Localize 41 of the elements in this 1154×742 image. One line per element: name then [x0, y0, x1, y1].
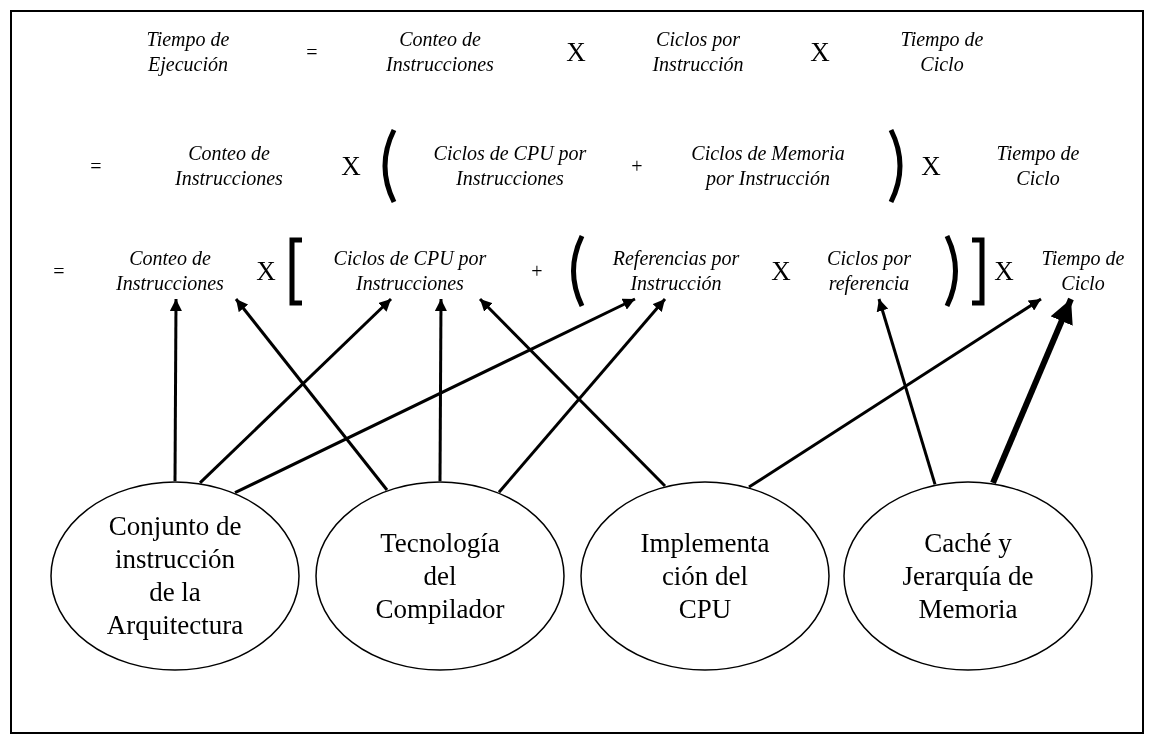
equation-term: Conteo de Instrucciones — [385, 27, 495, 77]
equals-sign: = — [52, 258, 66, 284]
arrow — [434, 299, 447, 481]
multiply-sign: X — [255, 256, 277, 286]
multiply-sign: X — [920, 151, 942, 181]
ellipse-node — [315, 481, 565, 671]
multiply-sign: X — [565, 37, 587, 67]
ellipse-node — [843, 481, 1093, 671]
node-label: Conjunto de instrucción de la Arquitectura — [105, 510, 245, 642]
equation-term: Ciclos por Instrucción — [651, 27, 745, 77]
equals-sign: = — [305, 39, 319, 65]
arrow — [198, 297, 393, 484]
equation-term: Ciclos de CPU por Instrucciones — [432, 141, 588, 191]
equation-term: Conteo de Instrucciones — [104, 245, 236, 297]
equation-term: Tiempo de Ciclo — [1028, 245, 1138, 297]
multiply-sign: X — [340, 151, 362, 181]
multiply-sign: X — [993, 256, 1015, 286]
multiply-sign: X — [809, 37, 831, 67]
arrow — [234, 297, 636, 494]
arrow — [234, 298, 389, 491]
equation-term: Tiempo de Ciclo — [899, 27, 985, 77]
arrow — [876, 298, 937, 485]
node-label: Caché y Jerarquía de Memoria — [901, 526, 1035, 626]
multiply-sign: X — [770, 256, 792, 286]
node-label: Tecnología del Compilador — [374, 526, 506, 626]
equation-term: Tiempo de Ciclo — [995, 141, 1081, 191]
ellipse-node — [580, 481, 830, 671]
equation-term: Tiempo de Ejecución — [145, 27, 231, 77]
equation-term: Ciclos de Memoria por Instrucción — [690, 141, 846, 191]
arrow — [748, 297, 1042, 489]
equation-term: Ciclos de CPU por Instrucciones — [325, 245, 495, 297]
equation-term: Referencias por Instrucción — [606, 245, 746, 297]
arrow — [990, 297, 1074, 485]
equals-sign: = — [89, 153, 103, 179]
ellipse-node — [50, 481, 300, 671]
equation-term: Conteo de Instrucciones — [174, 141, 284, 191]
arrow — [169, 299, 182, 481]
plus-sign: + — [530, 258, 544, 284]
node-label: Implementación del CPU — [639, 526, 771, 626]
equation-term: Ciclos por referencia — [813, 245, 925, 297]
plus-sign: + — [630, 153, 644, 179]
